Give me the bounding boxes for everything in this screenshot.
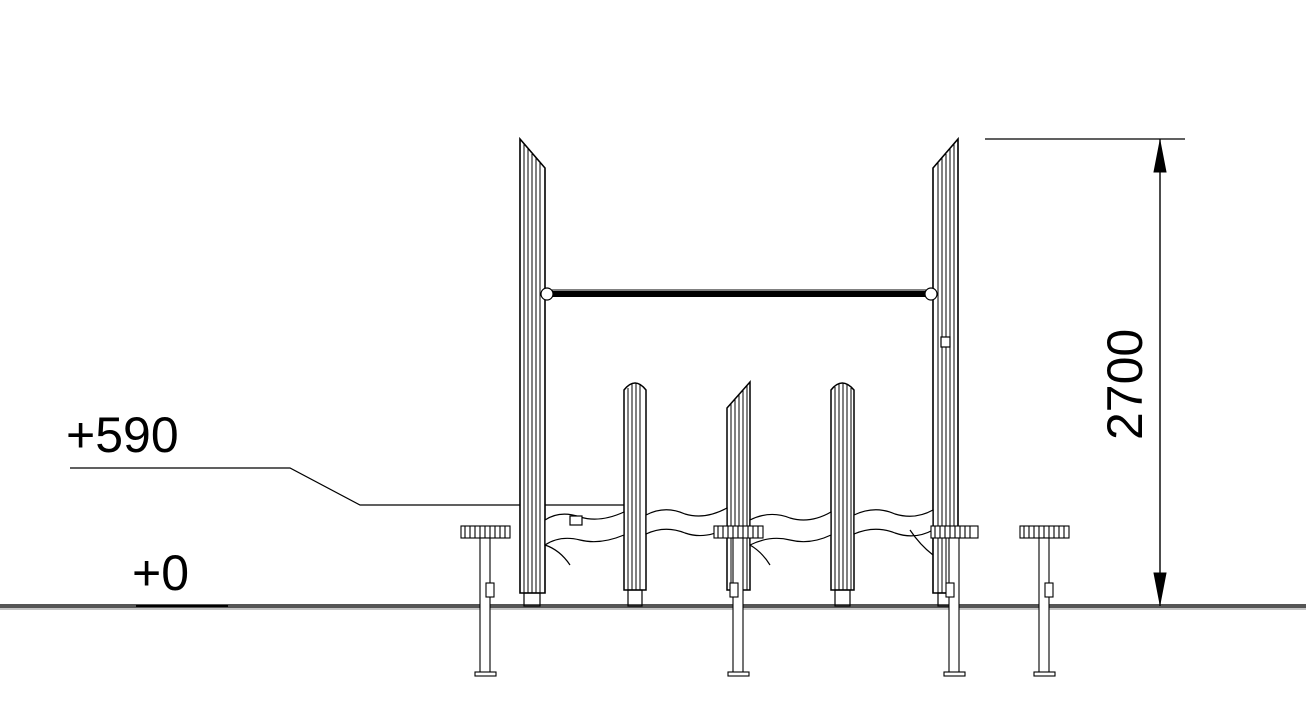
- platform-level-leader: [70, 467, 635, 506]
- tall-post-right: [932, 136, 959, 607]
- platform-level-label: +590: [66, 407, 179, 463]
- stepping-post-2: [713, 525, 764, 677]
- stepping-post-4: [1019, 525, 1070, 677]
- wavy-beam-segments: [544, 506, 934, 566]
- horizontal-bar: [540, 287, 938, 301]
- short-post-3: [830, 382, 855, 607]
- short-post-1: [623, 382, 647, 607]
- ground-level-label: +0: [132, 545, 190, 601]
- stepping-post-3: [930, 525, 979, 677]
- height-dimension-label: 2700: [1097, 328, 1153, 440]
- stepping-post-1: [460, 525, 511, 677]
- tall-post-left: [519, 136, 546, 607]
- height-dimension-line: [985, 138, 1185, 606]
